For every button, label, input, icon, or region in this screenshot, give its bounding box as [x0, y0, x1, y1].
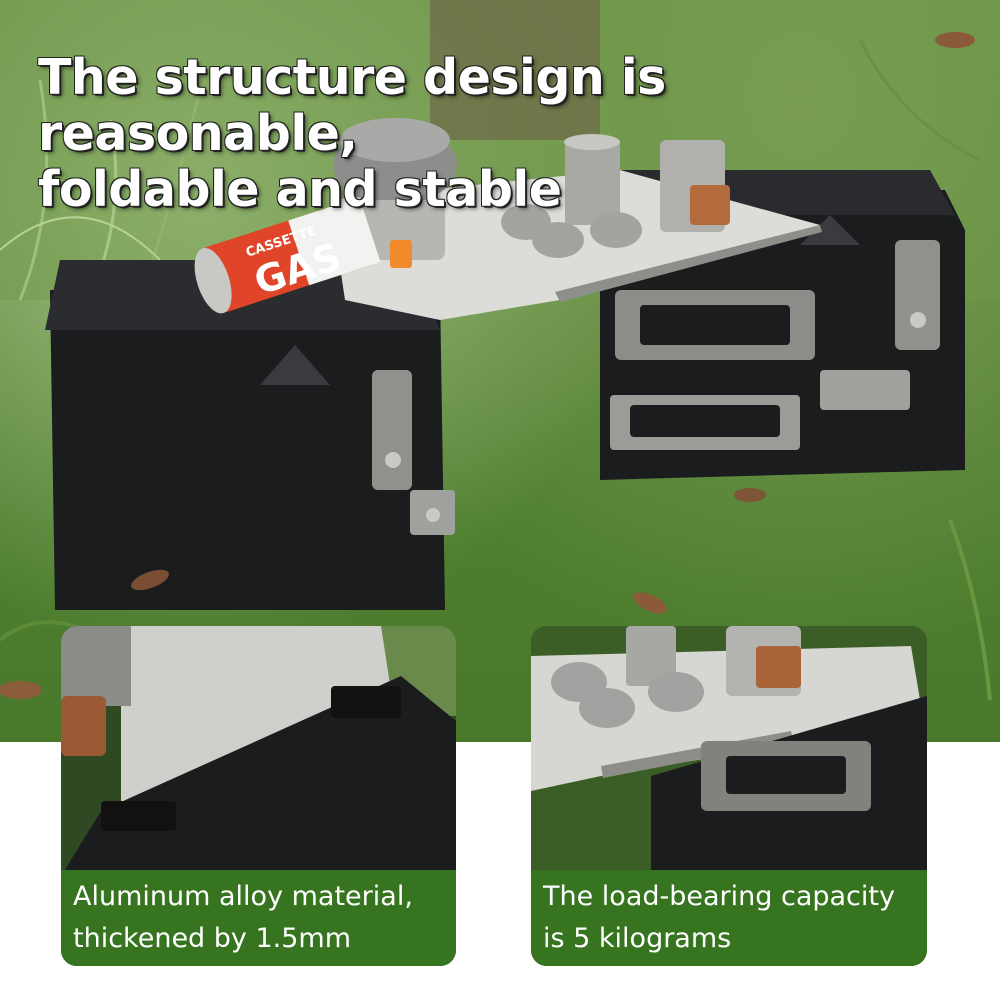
- kettle-on-stove: [333, 118, 457, 268]
- headline-line-1: The structure design is reasonable,: [38, 49, 666, 162]
- caption-load: The load-bearing capacity is 5 kilograms: [531, 870, 927, 966]
- detail-inset-load: The load-bearing capacity is 5 kilograms: [531, 626, 927, 966]
- load-closeup-photo: [531, 626, 927, 966]
- cup-set: [501, 134, 730, 258]
- headline-line-2: foldable and stable: [38, 161, 562, 218]
- gas-canister: CASSETTE GAS: [194, 197, 381, 314]
- left-storage-box: [45, 260, 455, 610]
- caption-load-line-2: is 5 kilograms: [543, 923, 732, 954]
- headline: The structure design is reasonable, fold…: [38, 50, 938, 218]
- caption-material-line-2: thickened by 1.5mm: [73, 923, 352, 954]
- caption-load-line-1: The load-bearing capacity: [543, 881, 895, 912]
- caption-material-line-1: Aluminum alloy material,: [73, 881, 413, 912]
- detail-inset-material: Aluminum alloy material, thickened by 1.…: [61, 626, 456, 966]
- fallen-leaves: [0, 32, 975, 699]
- caption-material: Aluminum alloy material, thickened by 1.…: [61, 870, 456, 966]
